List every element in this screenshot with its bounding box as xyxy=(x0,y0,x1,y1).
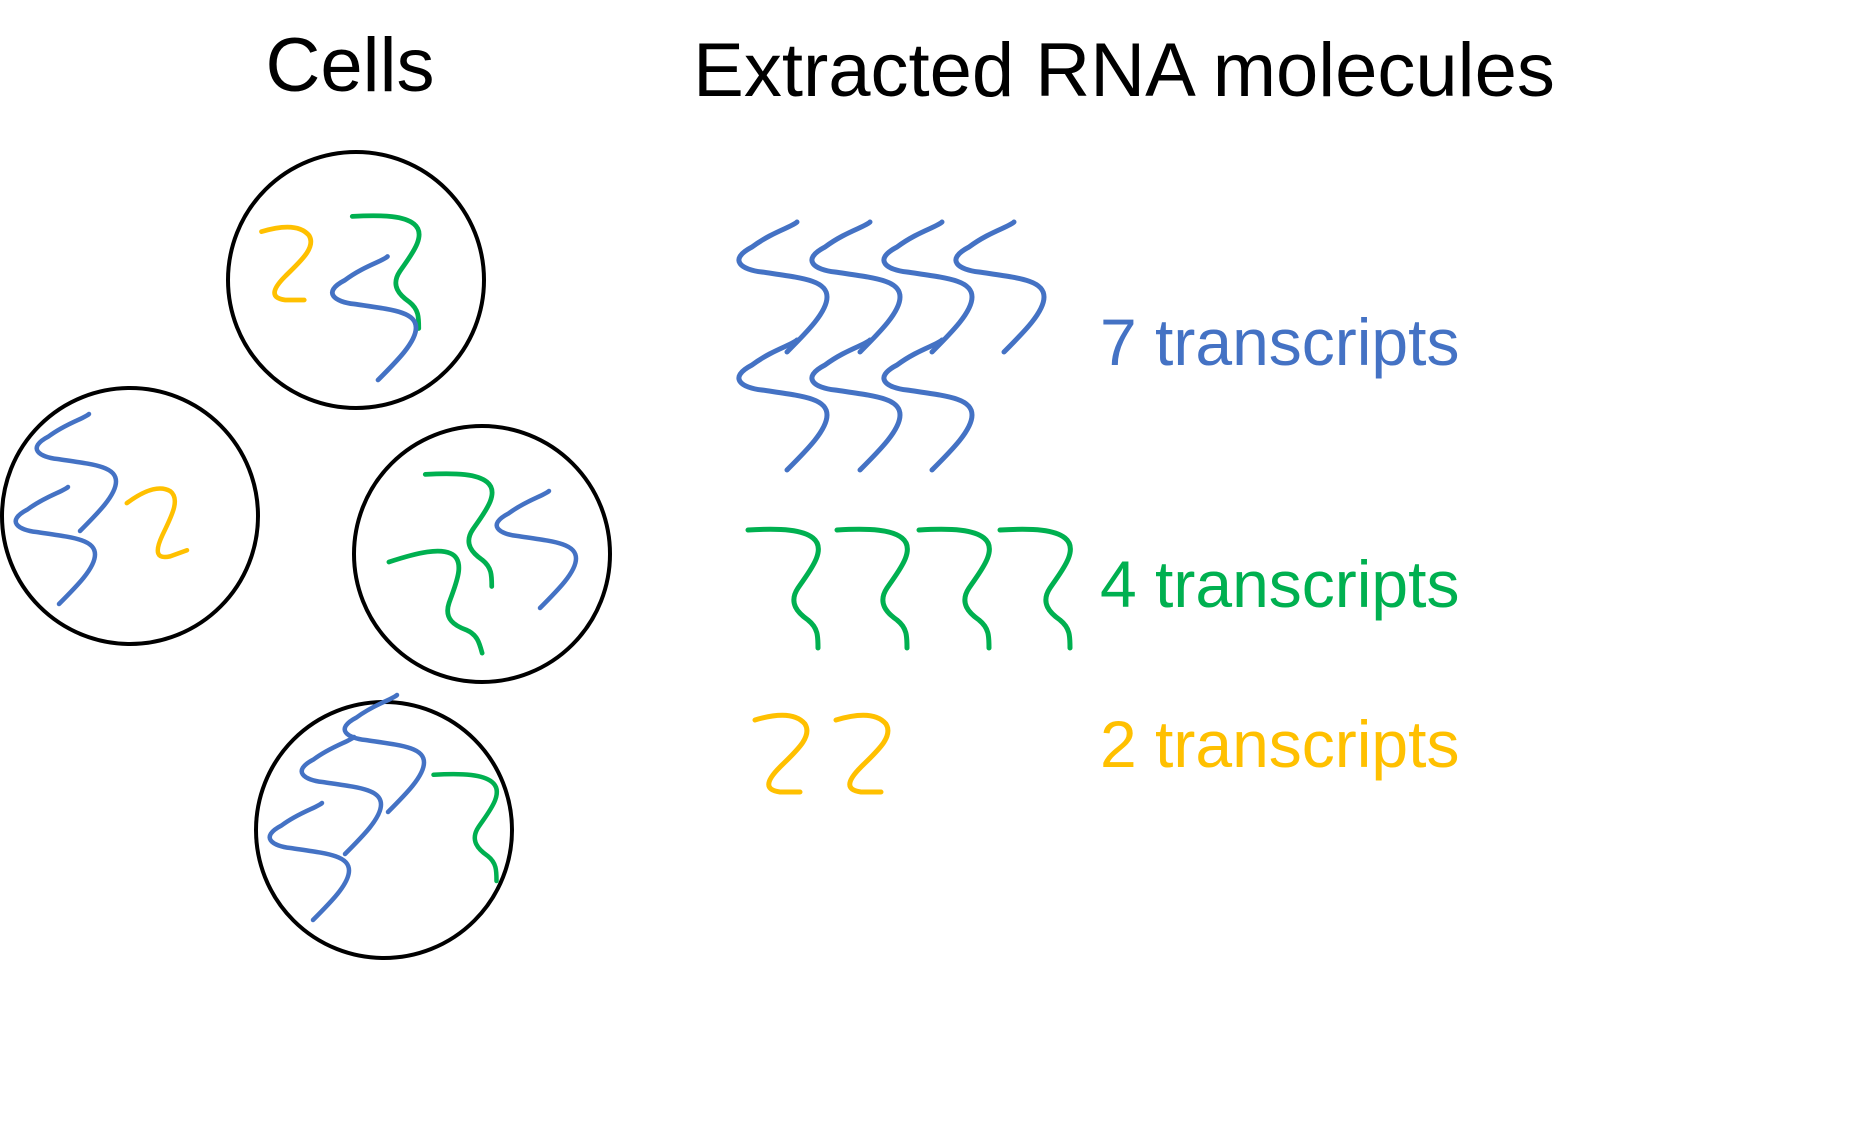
green-transcript xyxy=(748,529,818,648)
extracted-green-row xyxy=(748,529,1070,648)
blue-transcript xyxy=(739,340,827,470)
cell-top xyxy=(226,150,486,410)
heading-extracted-rna: Extracted RNA molecules xyxy=(693,28,1555,113)
cell-right xyxy=(352,424,612,684)
green-transcript xyxy=(919,529,989,648)
yellow-transcript xyxy=(125,483,193,564)
label-green-count: 4 transcripts xyxy=(1100,547,1459,621)
blue-transcript xyxy=(302,737,381,854)
green-transcript xyxy=(434,774,497,881)
yellow-transcript xyxy=(836,715,888,792)
blue-transcript xyxy=(270,803,349,920)
blue-transcript xyxy=(16,487,95,604)
yellow-transcript xyxy=(262,227,311,300)
cell-outline xyxy=(226,150,486,410)
blue-transcript xyxy=(37,414,116,531)
blue-transcript xyxy=(497,491,576,608)
cell-bottom xyxy=(254,695,514,960)
blue-transcript xyxy=(739,222,827,352)
green-transcript xyxy=(1000,529,1070,648)
cell-outline xyxy=(352,424,612,684)
cell-left xyxy=(0,386,260,646)
green-transcript xyxy=(352,216,419,329)
cell-outline xyxy=(0,386,260,646)
green-transcript xyxy=(837,529,907,648)
green-transcript xyxy=(389,544,483,670)
cell-outline xyxy=(254,700,514,960)
extracted-yellow-row xyxy=(755,715,888,792)
yellow-transcript xyxy=(755,715,807,792)
extracted-blue-row xyxy=(739,222,1044,470)
blue-transcript xyxy=(345,695,424,812)
blue-transcript xyxy=(332,257,416,381)
label-yellow-count: 2 transcripts xyxy=(1100,707,1459,781)
heading-cells: Cells xyxy=(266,23,435,108)
label-blue-count: 7 transcripts xyxy=(1100,305,1459,379)
